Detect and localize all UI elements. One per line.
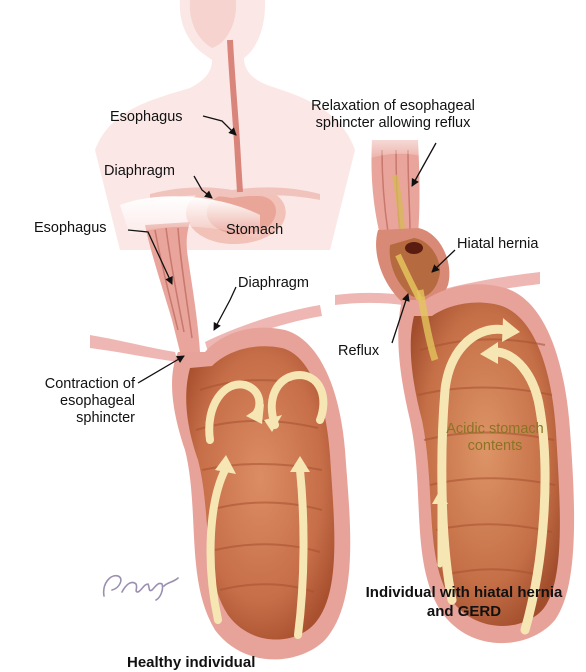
label-contraction: Contraction of esophageal sphincter xyxy=(10,376,135,427)
label-relaxation: Relaxation of esophageal sphincter allow… xyxy=(283,98,503,132)
label-upper-diaphragm: Diaphragm xyxy=(104,163,175,180)
caption-gerd-line2: and GERD xyxy=(344,602,584,621)
label-left-diaphragm: Diaphragm xyxy=(238,275,309,292)
label-contraction-line2: esophageal xyxy=(10,393,135,410)
label-acidic-contents: Acidic stomach contents xyxy=(420,421,570,455)
label-hiatal-hernia: Hiatal hernia xyxy=(457,236,538,253)
label-contraction-line1: Contraction of xyxy=(10,376,135,393)
caption-gerd-line1: Individual with hiatal hernia xyxy=(344,583,584,602)
label-left-esophagus: Esophagus xyxy=(34,220,107,237)
caption-healthy: Healthy individual xyxy=(127,653,255,672)
label-relaxation-line2: sphincter allowing reflux xyxy=(283,115,503,132)
artist-signature xyxy=(98,566,188,606)
label-acidic-line2: contents xyxy=(420,438,570,455)
healthy-stomach xyxy=(172,328,350,660)
label-upper-stomach: Stomach xyxy=(226,222,283,239)
label-relaxation-line1: Relaxation of esophageal xyxy=(283,98,503,115)
leader-left-diaphragm xyxy=(214,287,236,330)
label-contraction-line3: sphincter xyxy=(10,410,135,427)
label-acidic-line1: Acidic stomach xyxy=(420,421,570,438)
label-reflux: Reflux xyxy=(338,343,379,360)
caption-gerd: Individual with hiatal hernia and GERD xyxy=(344,583,584,621)
label-upper-esophagus: Esophagus xyxy=(110,109,183,126)
